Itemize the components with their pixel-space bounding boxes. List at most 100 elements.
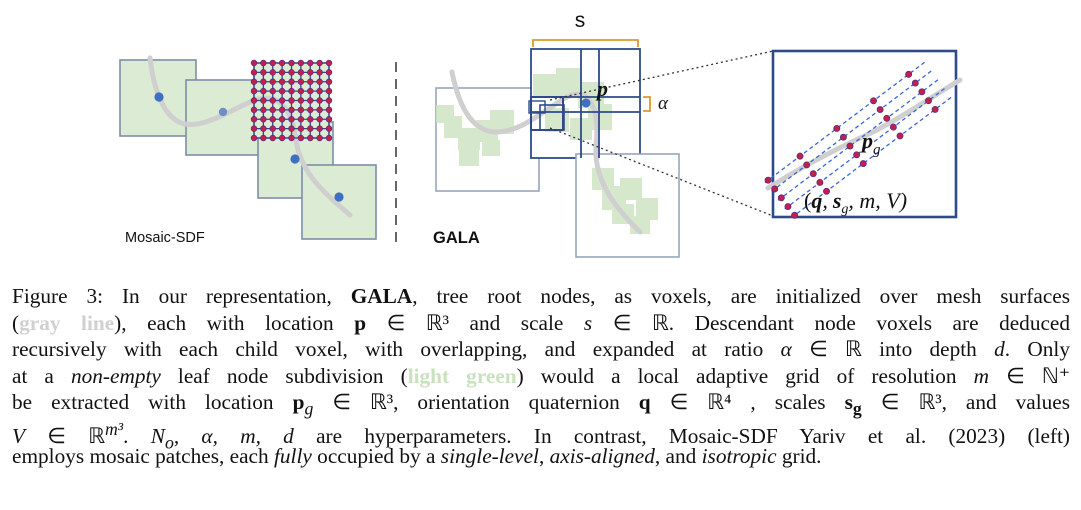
oriented-grid-dot <box>889 123 897 131</box>
grid-sample-dot <box>278 116 286 123</box>
caption-line-1: Figure 3: In our representation, GALA, t… <box>12 284 1071 308</box>
oriented-grid-dot <box>925 97 932 105</box>
grid-sample-dot <box>278 69 286 76</box>
grid-sample-dot <box>260 78 267 85</box>
grid-sample-dot <box>316 106 323 114</box>
caption-line-7: employs mosaic patches, each fully occup… <box>12 443 822 468</box>
caption-line-3: recursively with each child voxel, with … <box>12 337 1070 362</box>
oriented-grid-line <box>777 79 939 201</box>
grid-sample-dot <box>269 87 276 95</box>
grid-sample-dot <box>297 106 305 114</box>
oriented-grid-dot <box>931 105 939 113</box>
grid-sample-dot <box>307 106 314 114</box>
grid-sample-dot <box>278 59 286 67</box>
grid-sample-dot <box>288 125 295 132</box>
grid-sample-dot <box>297 125 305 132</box>
oriented-grid-dot <box>905 70 913 78</box>
oriented-grid-line <box>784 88 945 210</box>
figure-caption: Figure 3: In our representation, GALA, t… <box>12 283 1070 469</box>
oriented-grid-dot <box>870 97 877 105</box>
oriented-grid-dot <box>853 151 861 159</box>
leaf-voxel <box>528 100 546 114</box>
patch-center-dot <box>334 192 344 202</box>
figure-3-diagram: Mosaic-SDF <box>119 9 963 258</box>
grid-sample-dot <box>269 134 276 142</box>
grid-sample-dot <box>325 87 333 95</box>
grid-sample-dot <box>325 78 333 85</box>
oriented-grid-dot <box>883 114 891 122</box>
oriented-grid-dot <box>791 211 799 219</box>
oriented-grid-dot <box>846 142 854 150</box>
grid-sample-dot <box>269 106 276 114</box>
oriented-grid-line <box>790 96 952 219</box>
grid-sample-dot <box>325 97 333 104</box>
zoomed-leaf-panel: pg (q,sg, m, V) <box>764 49 963 219</box>
grid-sample-dot <box>278 134 286 142</box>
grid-sample-dot <box>250 134 258 142</box>
location-p-label: p <box>595 76 608 101</box>
mosaic-patch-2 <box>185 79 262 156</box>
figure-number: Figure 3: <box>12 284 104 308</box>
grid-sample-dot <box>307 78 314 85</box>
patch-center-dot <box>154 92 164 102</box>
oriented-grid-dot <box>764 176 772 184</box>
grid-sample-dot <box>288 116 295 123</box>
oriented-grid-dot <box>833 124 841 132</box>
grid-sample-dot <box>316 125 323 132</box>
scale-label: s <box>575 9 586 32</box>
oriented-grid-dot <box>771 185 779 193</box>
leaf-voxel <box>539 104 565 131</box>
mosaic-sdf-label: Mosaic-SDF <box>125 230 205 246</box>
oriented-grid-dot <box>803 161 811 169</box>
grid-sample-dot <box>250 106 258 114</box>
grid-sample-dot <box>307 134 314 142</box>
grid-sample-dot <box>260 69 267 76</box>
grid-sample-dot <box>278 125 286 132</box>
grid-sample-dot <box>260 97 267 104</box>
mesh-surface-curve <box>449 69 643 235</box>
grid-sample-dot <box>297 134 305 142</box>
oriented-grid-line <box>764 61 926 184</box>
grid-sample-dot <box>297 78 305 85</box>
oriented-grid-dot <box>859 160 867 168</box>
grid-sample-dot <box>250 87 258 95</box>
grid-sample-dot <box>278 106 286 114</box>
grid-sample-dot <box>288 134 295 142</box>
grid-params-tuple: (q,sg, m, V) <box>804 188 907 217</box>
grid-sample-dot <box>260 87 267 95</box>
grid-sample-dot <box>307 87 314 95</box>
grid-sample-dot <box>297 116 305 123</box>
caption-line-5: be extracted with location pg ∈ ℝ³, orie… <box>12 390 1071 419</box>
grid-sample-dot <box>250 69 258 76</box>
grid-sample-dot <box>269 78 276 85</box>
oriented-grid-line <box>771 70 932 192</box>
oriented-local-grid <box>764 61 952 219</box>
oriented-grid-dot <box>816 179 824 186</box>
gala-label: GALA <box>433 229 480 247</box>
patch-center-dot <box>290 154 300 164</box>
grid-sample-dot <box>269 69 276 76</box>
grid-sample-dot <box>325 134 333 142</box>
oriented-grid-dot <box>896 132 904 140</box>
grid-sample-dot <box>325 125 333 132</box>
grid-sample-dot <box>269 116 276 123</box>
grid-sample-dot <box>316 87 323 95</box>
oriented-grid-dot <box>918 88 926 96</box>
grid-sample-dot <box>288 69 295 76</box>
grid-sample-dot <box>250 116 258 123</box>
grid-sample-dot <box>297 87 305 95</box>
grid-sample-dot <box>288 59 295 67</box>
grid-sample-dot <box>325 106 333 114</box>
mosaic-sdf-panel <box>119 55 377 240</box>
grid-sample-dot <box>307 69 314 76</box>
grid-sample-dot <box>325 116 333 123</box>
grid-sample-dot <box>288 106 295 114</box>
grid-sample-dot <box>316 116 323 123</box>
oriented-grid-dot <box>796 152 804 160</box>
grid-sample-dot <box>260 125 267 132</box>
mosaic-grid-sample-dots <box>250 59 333 142</box>
grid-sample-dot <box>269 97 276 104</box>
scale-bracket <box>532 39 639 47</box>
grid-sample-dot <box>269 59 276 67</box>
oriented-grid-dot <box>876 106 884 113</box>
